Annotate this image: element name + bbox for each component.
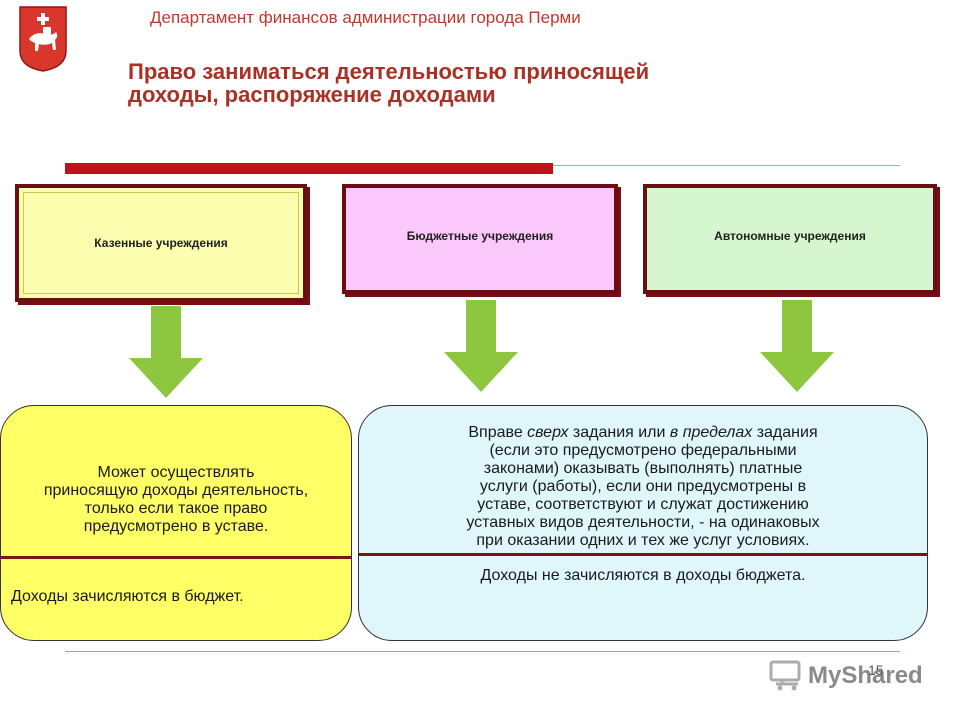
text-line: законами) оказывать (выполнять) платные [483,460,803,477]
category-box-avtonomnye: Автономные учреждения [643,184,937,294]
income-note: Доходы зачисляются в бюджет. [11,588,244,605]
text-line: услуги (работы), если они предусмотрены … [479,478,807,495]
page-number: 15 [868,662,884,678]
text-line: Может осуществлять [97,464,255,481]
category-label: Автономные учреждения [714,229,866,243]
category-box-kazennye: Казенные учреждения [15,184,307,302]
text-span: задания [752,424,818,441]
department-name: Департамент финансов администрации город… [150,8,581,27]
watermark-logo [768,658,928,692]
text-line: только если такое право [84,500,268,517]
down-arrow-icon [444,300,518,392]
category-label: Казенные учреждения [94,236,228,250]
header-accent-bar [65,163,553,174]
title-line-2: доходы, распоряжение доходами [128,82,496,107]
text-line: (если это предусмотрено федеральными [489,442,797,459]
panel-divider [1,556,351,559]
text-line: приносящую доходы деятельность, [43,482,309,499]
category-box-inner-border [23,192,299,294]
text-line: Вправе сверх задания или в пределах зада… [367,424,919,442]
category-label: Бюджетные учреждения [406,229,554,243]
panel-divider [359,553,927,556]
title-line-1: Право заниматься деятельностью приносяще… [128,59,650,84]
italic-text: в пределах [669,424,753,441]
panel-byudzhetnye-avtonomnye: Вправе сверх задания или в пределах зада… [358,405,928,641]
text-span: Вправе [468,424,528,441]
italic-text: сверх [527,424,569,441]
text-line: предусмотрено в уставе. [83,518,269,535]
down-arrow-icon [760,300,834,392]
category-box-byudzhetnye: Бюджетные учреждения [342,184,618,294]
panel-description: Может осуществлять приносящую доходы дея… [1,464,351,536]
coat-of-arms-logo [18,5,68,73]
text-line: уставных видов деятельности, - на одинак… [466,514,820,531]
panel-kazennye: Может осуществлять приносящую доходы дея… [0,405,352,641]
page-title: Право заниматься деятельностью приносяще… [128,60,828,106]
down-arrow-icon [129,306,203,398]
panel-description: Вправе сверх задания или в пределах зада… [367,424,919,550]
text-line: уставе, соответствуют и служат достижени… [477,496,809,513]
watermark-text: MyShared [808,662,923,689]
text-line: при оказании одних и тех же услуг услови… [476,532,810,549]
footer-rule [65,651,900,652]
text-span: задания или [568,424,670,441]
income-note: Доходы не зачисляются в доходы бюджета. [480,567,806,584]
